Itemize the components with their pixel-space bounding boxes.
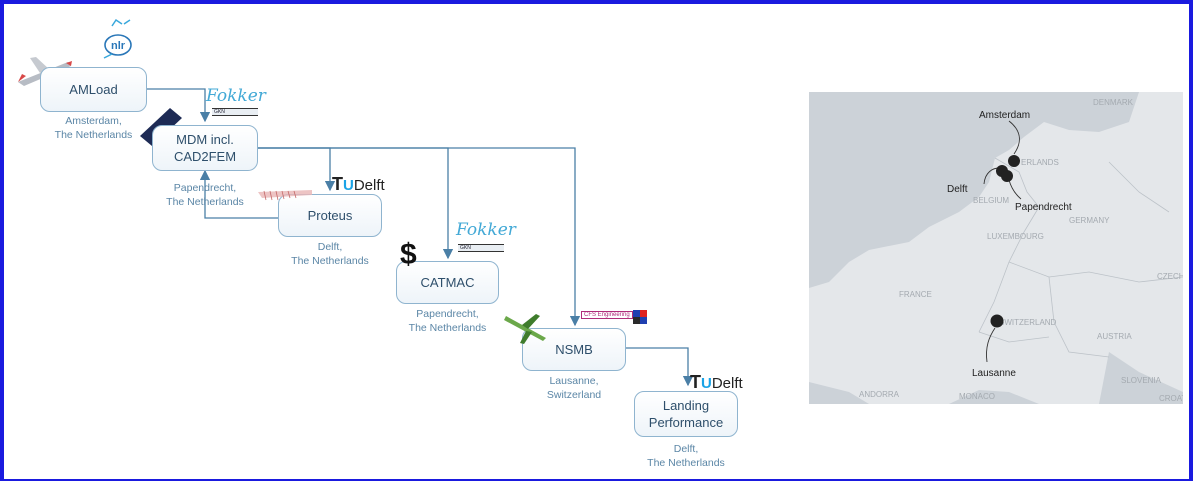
node-mdm-location: Papendrecht, The Netherlands (166, 182, 244, 208)
map-label-denmark: DENMARK (1093, 98, 1134, 107)
map-city-delft: Delft (947, 184, 968, 195)
wing-section-icon (258, 190, 312, 201)
map-label-belgium: BELGIUM (973, 196, 1010, 205)
dollar-icon: $ (400, 238, 417, 271)
node-proteus: Proteus (278, 194, 382, 237)
nlr-logo-text: nlr (111, 40, 126, 52)
map-label-switzerland: SWITZERLAND (999, 318, 1057, 327)
tudelft-logo-u: U (343, 177, 354, 194)
nlr-logo: nlr (103, 18, 132, 59)
map-marker-amsterdam (1008, 155, 1020, 167)
gkn-logo: GKN (212, 108, 258, 116)
tudelft-logo-2-t: T (690, 372, 701, 392)
gkn-logo-2: GKN (458, 244, 504, 252)
node-amload-label: AMLoad (69, 82, 118, 97)
map-label-netherlands: ERLANDS (1021, 158, 1059, 167)
map-label-andorra: ANDORRA (859, 390, 900, 399)
map-label-luxembourg: LUXEMBOURG (987, 232, 1044, 241)
map-label-czech: CZECHI (1157, 272, 1183, 281)
green-aircraft-icon (504, 314, 546, 344)
fokker-logo: Fokker (206, 86, 266, 106)
map-city-amsterdam: Amsterdam (979, 110, 1031, 121)
tudelft-logo-2-u: U (701, 375, 712, 392)
node-catmac-location: Papendrecht, The Netherlands (408, 308, 487, 334)
map-label-france: FRANCE (899, 290, 932, 299)
map-label-austria: AUSTRIA (1097, 332, 1132, 341)
node-mdm: MDM incl. CAD2FEM (152, 125, 258, 171)
europe-map: DENMARK ERLANDS BELGIUM LUXEMBOURG GERMA… (809, 92, 1183, 404)
connector-lines (147, 88, 694, 387)
node-proteus-location: Delft, The Netherlands (291, 241, 369, 267)
node-landing-performance: Landing Performance (634, 391, 738, 437)
map-landmass (809, 92, 1183, 404)
node-catmac-label: CATMAC (420, 275, 475, 290)
map-city-papendrecht: Papendrecht (1015, 202, 1072, 213)
node-catmac: CATMAC (396, 261, 499, 304)
tudelft-logo: TUDelft (332, 174, 385, 195)
fokker-logo-2: Fokker (456, 220, 516, 240)
map-marker-lausanne (990, 314, 1004, 328)
tudelft-logo-t: T (332, 174, 343, 194)
map-city-lausanne: Lausanne (972, 368, 1016, 379)
node-amload: AMLoad (40, 67, 147, 112)
tudelft-logo-2: TUDelft (690, 372, 743, 393)
node-mdm-label: MDM incl. CAD2FEM (173, 132, 237, 164)
node-amload-location: Amsterdam, The Netherlands (54, 115, 133, 141)
node-landing-performance-label: Landing Performance (648, 398, 724, 430)
node-proteus-label: Proteus (307, 208, 353, 223)
map-marker-papendrecht (1001, 170, 1013, 182)
map-markers (983, 120, 1022, 363)
map-label-monaco: MONACO (959, 392, 995, 401)
node-nsmb-location: Lausanne, Switzerland (546, 375, 602, 401)
tudelft-logo-text: Delft (353, 177, 385, 194)
tudelft-logo-2-text: Delft (711, 375, 743, 392)
cfs-logo: CFS Engineering (581, 311, 633, 319)
node-landing-performance-location: Delft, The Netherlands (647, 443, 725, 469)
map-label-croatia: CROATI (1159, 394, 1183, 403)
map-label-germany: GERMANY (1069, 216, 1110, 225)
map-label-slovenia: SLOVENIA (1121, 376, 1162, 385)
cfs-logo-squares (633, 310, 647, 324)
node-nsmb-label: NSMB (555, 342, 593, 357)
